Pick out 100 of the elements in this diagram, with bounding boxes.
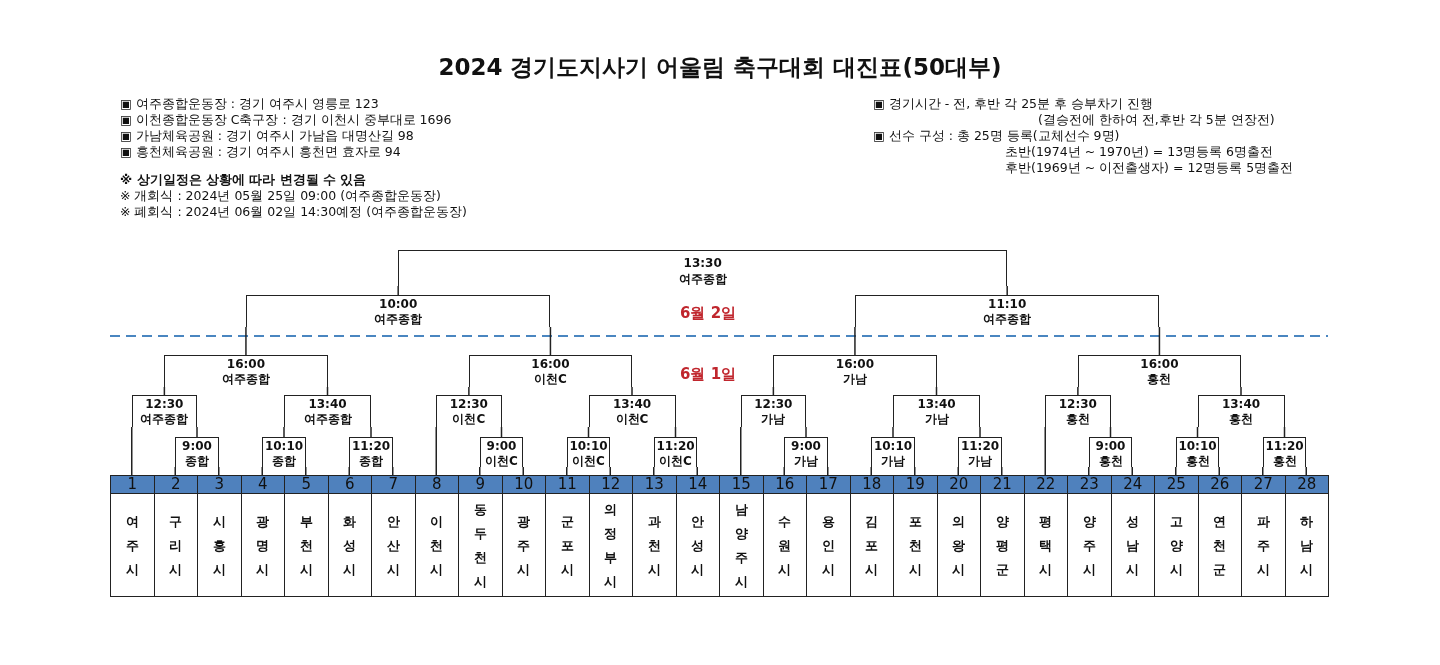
note-text: ▣ 경기시간 - 전, 후반 각 25분 후 승부차기 진행 xyxy=(873,96,1153,112)
match-time: 16:00 xyxy=(1139,357,1180,372)
match-venue: 이천C xyxy=(451,412,487,427)
match-bracket xyxy=(436,395,502,427)
team-cell xyxy=(719,475,764,597)
seed-number: 5 xyxy=(285,476,328,494)
match-venue: 흥천 xyxy=(1271,454,1298,469)
team-cell xyxy=(110,475,155,597)
match-time: 13:40 xyxy=(1220,397,1262,412)
team-name: 용인시 xyxy=(821,512,835,579)
seed-number: 28 xyxy=(1285,476,1328,494)
match-bracket xyxy=(1197,395,1285,427)
bracket-line xyxy=(1283,426,1286,438)
match-time: 10:10 xyxy=(1177,439,1218,454)
team-name: 의왕시 xyxy=(952,512,966,579)
match-bracket xyxy=(1045,395,1111,427)
match-venue: 흥천 xyxy=(1228,412,1254,427)
bracket-line xyxy=(163,386,166,396)
team-cell xyxy=(153,475,198,597)
seed-number: 20 xyxy=(937,476,980,494)
bracket-line xyxy=(479,466,481,476)
match-bracket xyxy=(468,355,632,387)
bracket-line xyxy=(1109,426,1112,438)
match-venue: 가남 xyxy=(967,454,993,469)
team-name: 안성시 xyxy=(691,512,705,579)
match-bracket xyxy=(588,395,676,427)
team-name: 군포시 xyxy=(560,512,574,579)
bracket-line xyxy=(631,386,633,396)
seed-number: 26 xyxy=(1198,476,1241,494)
match-bracket xyxy=(1175,437,1220,467)
team-cell xyxy=(458,475,503,597)
team-name: 수원시 xyxy=(778,512,792,579)
match-time: 11:20 xyxy=(350,439,392,454)
bracket-line xyxy=(283,426,285,438)
match-venue: 흥천 xyxy=(1184,454,1211,469)
match-bracket xyxy=(740,395,806,427)
bracket-line xyxy=(1001,466,1003,476)
match-venue: 여주종합 xyxy=(302,412,353,427)
seed-number: 3 xyxy=(198,476,241,494)
team-name: 고양시 xyxy=(1169,512,1183,579)
date-label: 6월 2일 xyxy=(680,304,737,322)
bracket-line xyxy=(370,426,372,438)
match-venue: 여주종합 xyxy=(982,312,1033,327)
match-bracket xyxy=(398,250,1008,286)
match-venue: 가남 xyxy=(760,412,787,427)
match-time: 10:00 xyxy=(378,297,419,312)
match-bracket xyxy=(262,437,306,467)
team-name: 이천시 xyxy=(430,512,444,579)
team-name: 성남시 xyxy=(1126,512,1140,579)
team-name: 부천시 xyxy=(299,512,313,579)
team-cell xyxy=(1067,475,1112,597)
seed-number: 12 xyxy=(589,476,632,494)
team-name: 파주시 xyxy=(1256,512,1270,579)
team-cell xyxy=(371,475,416,597)
team-name: 여주시 xyxy=(125,512,139,579)
note-text: ※ 개회식 : 2024년 05월 25일 09:00 (여주종합운동장) xyxy=(120,188,441,204)
match-bracket xyxy=(653,437,698,467)
seed-number: 4 xyxy=(241,476,284,494)
match-time: 16:00 xyxy=(225,357,267,372)
team-cell xyxy=(1241,475,1286,597)
team-cell xyxy=(936,475,981,597)
match-venue: 흥천 xyxy=(1146,372,1173,387)
bracket-line xyxy=(1196,426,1199,438)
seed-number: 8 xyxy=(415,476,458,494)
team-cell xyxy=(240,475,285,597)
note-text: (결승전에 한하여 전,후반 각 5분 연장전) xyxy=(1038,112,1275,128)
match-bracket xyxy=(175,437,219,467)
team-name: 하남시 xyxy=(1300,512,1314,579)
match-venue: 여주종합 xyxy=(220,372,271,387)
match-venue: 이천C xyxy=(533,372,568,387)
match-time: 9:00 xyxy=(485,439,518,454)
bracket-line xyxy=(305,466,307,476)
seed-number: 17 xyxy=(807,476,850,494)
team-cell xyxy=(806,475,851,597)
seed-number: 11 xyxy=(546,476,589,494)
team-cell xyxy=(849,475,894,597)
match-bracket xyxy=(871,437,915,467)
seed-number: 6 xyxy=(328,476,371,494)
bracket-line xyxy=(740,426,742,476)
team-cell xyxy=(284,475,329,597)
match-time: 12:30 xyxy=(1057,397,1098,412)
seed-number: 24 xyxy=(1111,476,1154,494)
match-bracket xyxy=(131,395,197,427)
bracket-line xyxy=(892,426,894,438)
team-name: 안산시 xyxy=(386,512,400,579)
seed-number: 7 xyxy=(372,476,415,494)
team-name: 시흥시 xyxy=(212,512,226,579)
match-time: 10:10 xyxy=(568,439,609,454)
bracket-line xyxy=(435,426,437,476)
seed-number: 18 xyxy=(850,476,893,494)
bracket-line xyxy=(674,426,677,438)
seed-number: 16 xyxy=(763,476,806,494)
seed-number: 14 xyxy=(676,476,719,494)
seed-number: 10 xyxy=(502,476,545,494)
team-name: 의정부시 xyxy=(604,500,618,591)
team-cell xyxy=(762,475,807,597)
bracket-line xyxy=(772,386,775,396)
match-venue: 이천C xyxy=(571,454,606,469)
team-cell xyxy=(1154,475,1199,597)
date-label: 6월 1일 xyxy=(680,365,737,383)
